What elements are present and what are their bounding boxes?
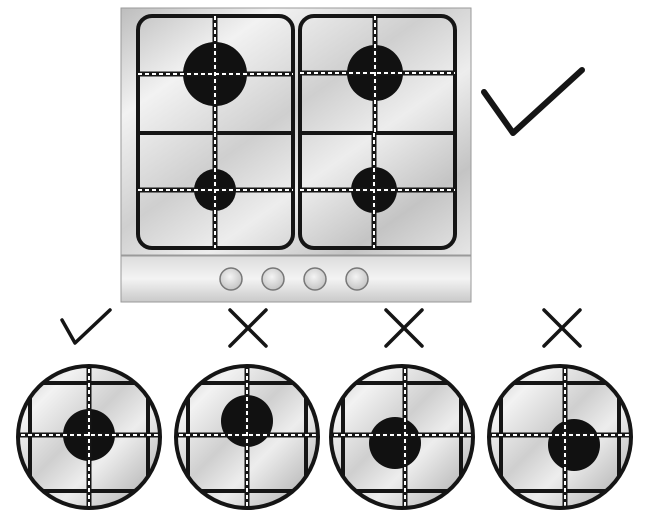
control-knob-icon [219, 267, 243, 291]
cross-mark-icon [228, 308, 268, 348]
check-mark-icon [481, 67, 585, 136]
control-panel-strip [120, 255, 472, 303]
check-mark-icon [60, 308, 112, 345]
pan-support-fingers [138, 16, 455, 248]
detail-shifted-down-left [329, 364, 475, 510]
burner [369, 417, 421, 469]
detail-shifted-down-right [487, 364, 633, 510]
detail-shifted-up [174, 364, 320, 510]
burner [548, 419, 600, 471]
hob [120, 7, 472, 303]
cross-mark-icon [542, 308, 582, 348]
control-panel [120, 255, 472, 303]
control-knob-icon [345, 267, 369, 291]
cross-mark-icon [384, 308, 424, 348]
control-knob-icon [303, 267, 327, 291]
control-knob-icon [261, 267, 285, 291]
detail-centered [16, 364, 162, 510]
